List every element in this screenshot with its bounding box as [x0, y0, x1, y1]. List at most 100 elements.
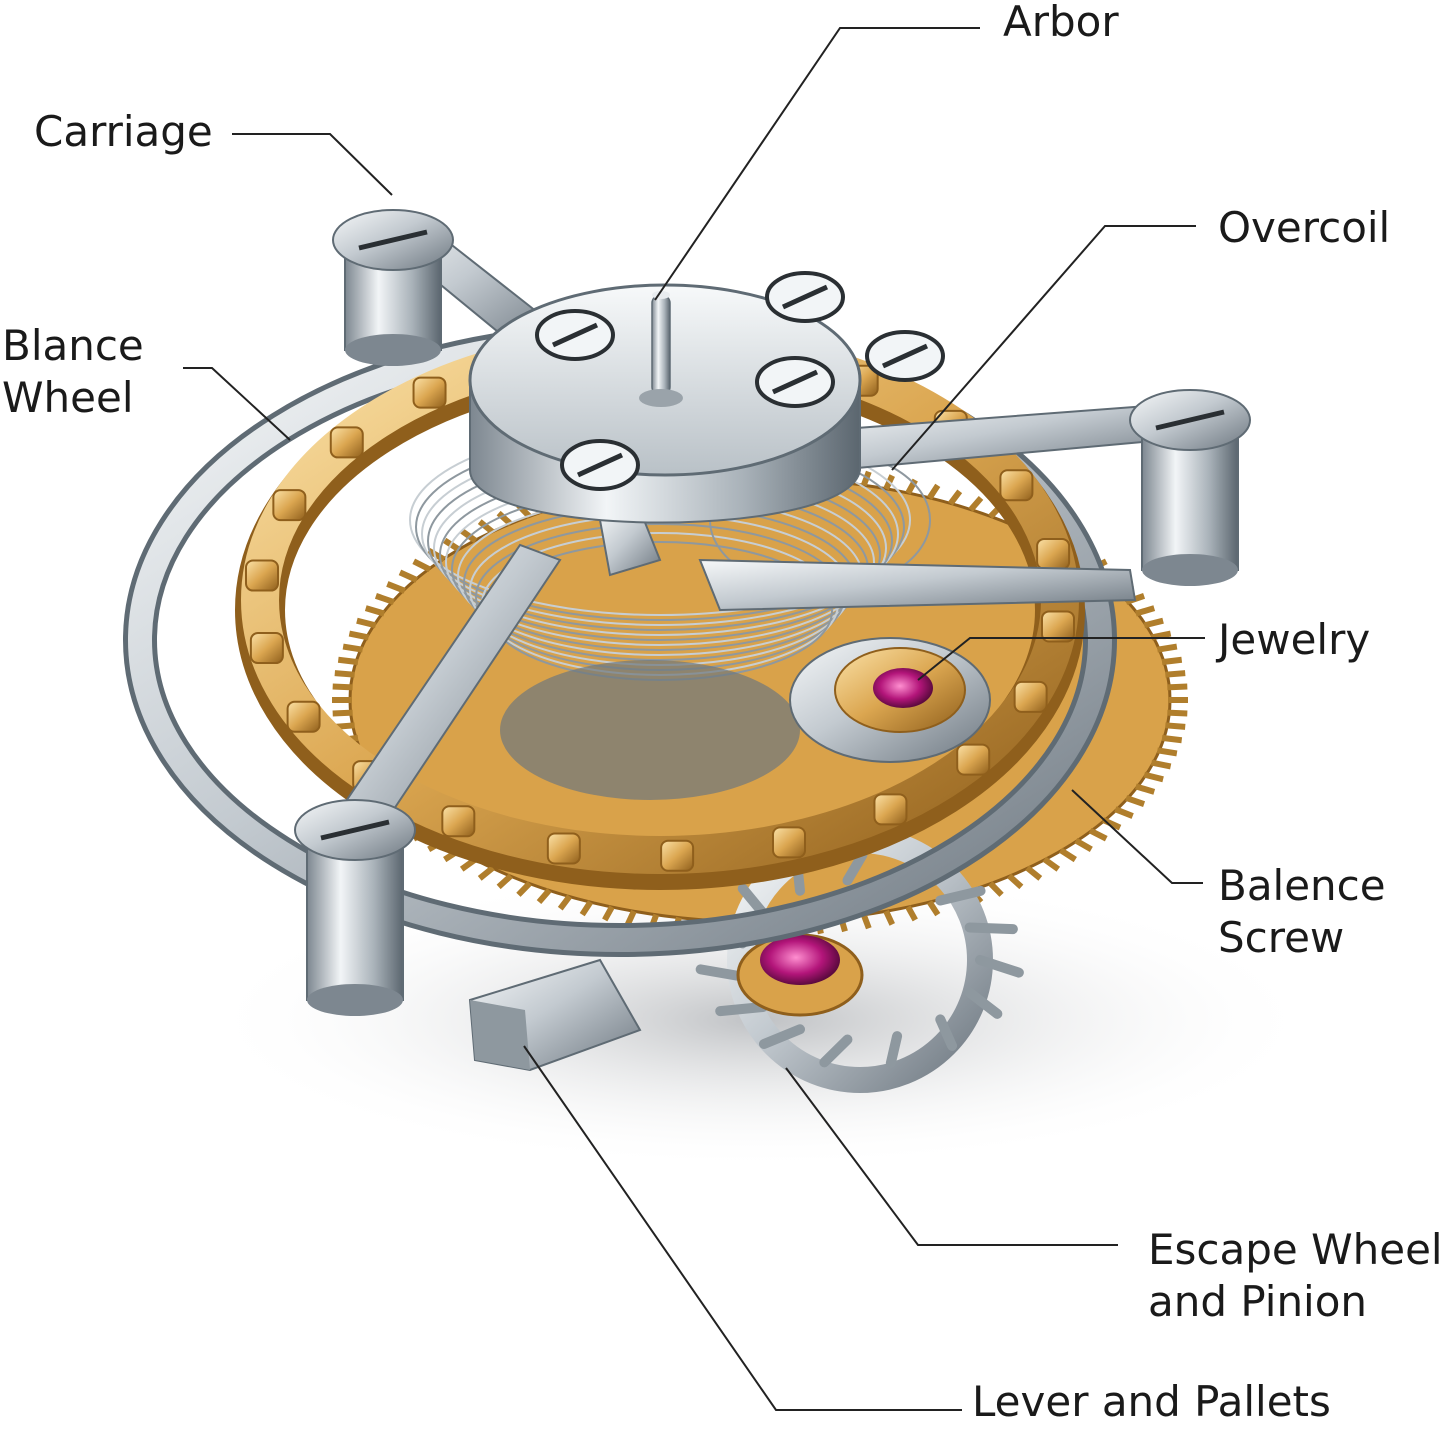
balance-screw [249, 632, 284, 665]
leader-line [523, 1045, 962, 1411]
gear-tooth [968, 495, 984, 512]
escape-tooth [975, 955, 1024, 978]
cap-screws [535, 271, 945, 491]
gear-tooth [579, 900, 594, 917]
gear-tooth [1134, 605, 1156, 617]
gear-tooth [1074, 837, 1093, 852]
gear-tooth [364, 605, 386, 617]
pillar-base [1142, 554, 1238, 586]
label-carriage: Carriage [34, 107, 213, 156]
leader-lines [183, 27, 1205, 1411]
gear-tooth [860, 913, 872, 930]
escape-tooth [964, 922, 1018, 935]
gear-tooth [386, 581, 406, 594]
gear-tooth [1156, 747, 1178, 757]
balance-screw [272, 489, 307, 522]
label-lever-and-pallets: Lever and Pallets [972, 1377, 1331, 1426]
gear-tooth [356, 617, 377, 629]
balance-screw [956, 743, 991, 776]
escape-tooth [737, 883, 768, 918]
gear-tooth [948, 489, 963, 506]
gear-tooth [926, 483, 941, 500]
label-balance-wheel: Blance Wheel [2, 321, 144, 422]
gear-tooth [1143, 771, 1164, 783]
escape-tooth [935, 1014, 958, 1051]
gear-tooth [443, 537, 462, 553]
gear-tooth [1114, 806, 1134, 819]
balance-screw [999, 469, 1034, 502]
gear-tooth [459, 528, 478, 544]
balance-screw [1013, 680, 1048, 713]
balance-screw [772, 826, 807, 859]
gear-tooth [427, 548, 446, 563]
escape-tooth [758, 1024, 805, 1049]
balance-screw [244, 559, 279, 592]
gear-tooth [477, 865, 495, 881]
gear-tooth [1165, 722, 1186, 730]
gear-tooth [1156, 643, 1178, 653]
pillar-slot [358, 229, 428, 251]
gear-tooth [374, 593, 395, 605]
label-escape-wheel: Escape Wheel and Pinion [1148, 1225, 1443, 1326]
gear-tooth [496, 873, 513, 890]
leader-line [1071, 789, 1203, 884]
carriage-bridges [338, 218, 1167, 832]
carriage-pillars [294, 209, 1251, 1016]
escape-tooth [885, 1031, 903, 1069]
arbor-pin [639, 291, 683, 407]
gear-tooth [1150, 759, 1172, 770]
balance-screw [546, 832, 581, 865]
lever-and-pallets [468, 958, 642, 1072]
gear-tooth [1042, 856, 1061, 872]
screw-slot [771, 369, 819, 395]
escape-tooth [964, 987, 1003, 1019]
balance-screw [1036, 537, 1071, 570]
gear-tooth [1167, 709, 1188, 717]
label-balance-screw: Balence Screw [1218, 861, 1386, 962]
gear-tooth [905, 905, 918, 922]
gear-tooth [337, 656, 359, 666]
gear-tooth [334, 670, 355, 678]
leader-line [654, 27, 980, 301]
gear-tooth [496, 510, 513, 527]
gear-tooth [602, 905, 615, 922]
gear-tooth [1007, 873, 1024, 890]
leader-line [917, 637, 1205, 681]
gear-tooth [516, 881, 532, 897]
gear-tooth [477, 519, 495, 535]
escape-tooth [715, 1002, 768, 1017]
screw-slot [881, 343, 929, 369]
gear-tooth [1150, 630, 1172, 641]
gear-tooth [332, 709, 353, 717]
gear-tooth [1025, 865, 1043, 881]
gear-tooth [348, 630, 370, 641]
screw-slot [781, 284, 829, 310]
gear-tooth [1088, 827, 1108, 842]
balance-screw [1041, 610, 1076, 643]
gear-tooth [926, 900, 941, 917]
balance-screw [660, 839, 695, 872]
gear-tooth [860, 470, 872, 487]
leader-line [232, 133, 393, 196]
balance-screw [412, 376, 447, 409]
screw-slot [576, 452, 624, 478]
gear-tooth [1058, 847, 1077, 863]
gear-tooth [536, 888, 552, 905]
label-overcoil: Overcoil [1218, 203, 1391, 252]
screw-slot [551, 322, 599, 348]
pillar-slot [1155, 409, 1225, 431]
leader-line [183, 367, 291, 441]
gear-tooth [883, 909, 895, 926]
balance-screw [873, 793, 908, 826]
gear-tooth [1167, 683, 1188, 691]
balance-screw [441, 805, 476, 838]
gear-tooth [1161, 734, 1183, 744]
gear-tooth [412, 558, 432, 573]
escape-tooth [935, 885, 986, 906]
pillar-slot [320, 819, 390, 841]
escape-tooth [695, 964, 748, 982]
gear-tooth [342, 643, 364, 653]
carriage-cap [468, 271, 945, 524]
